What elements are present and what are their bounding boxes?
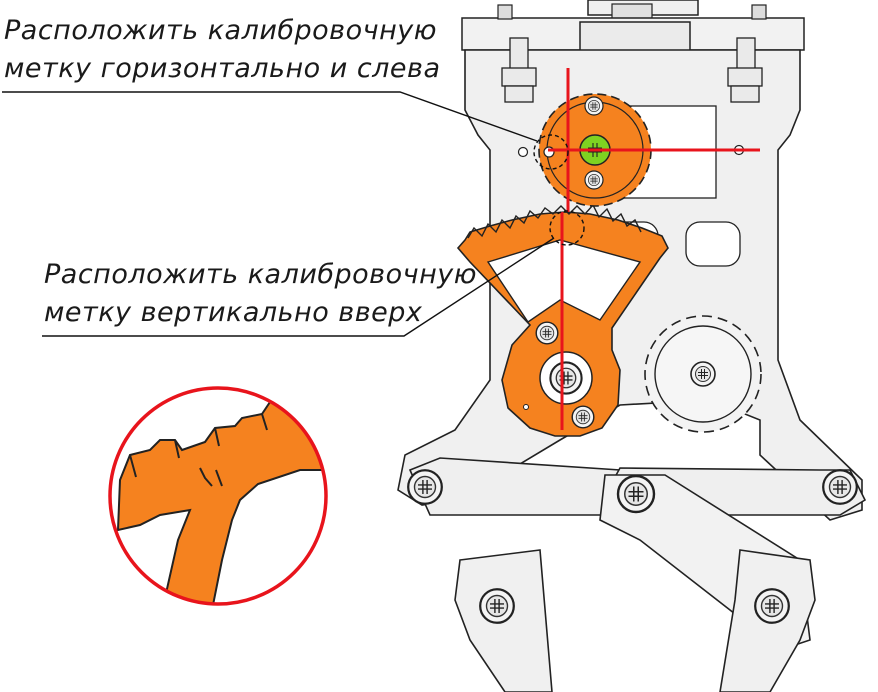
callout-horizontal-left-line1: Расположить калибровочную xyxy=(4,15,437,46)
zoom-inset xyxy=(108,386,328,606)
gripper-jaws xyxy=(454,549,816,692)
callout-vertical-up-line1: Расположить калибровочную xyxy=(44,259,477,290)
standoff-bolts xyxy=(501,37,763,103)
calibration-mark-highlights xyxy=(533,134,585,246)
callout-leaders xyxy=(2,91,555,337)
callout-vertical-up: Расположить калибровочную метку вертикал… xyxy=(44,256,477,332)
callout-horizontal-left-line2: метку горизонтально и слева xyxy=(4,53,441,84)
callout-horizontal-left: Расположить калибровочную метку горизонт… xyxy=(4,12,441,88)
calibration-lines xyxy=(548,68,760,430)
right-gear xyxy=(644,315,762,433)
callout-vertical-up-line2: метку вертикально вверх xyxy=(44,297,423,328)
